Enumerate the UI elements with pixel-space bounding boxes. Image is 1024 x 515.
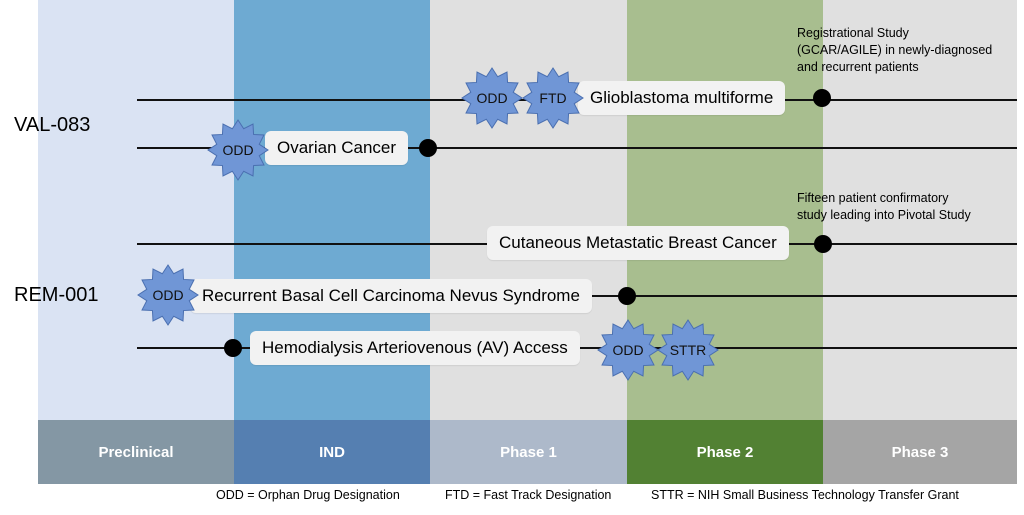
starburst-shape	[137, 264, 199, 326]
note-registrational-study: Registrational Study (GCAR/AGILE) in new…	[797, 26, 993, 74]
drug-label-val-083: VAL-083	[14, 114, 91, 136]
sttr-badge-icon: STTR	[656, 318, 720, 382]
indication-breast: Cutaneous Metastatic Breast Cancer	[487, 226, 789, 260]
timeline-basal-cell	[195, 295, 1017, 297]
phase-label-phase1: Phase 1	[430, 420, 627, 484]
starburst-shape	[522, 67, 584, 129]
starburst-icon	[461, 67, 523, 129]
starburst-icon	[657, 319, 719, 381]
starburst-shape	[597, 319, 659, 381]
starburst-icon	[522, 67, 584, 129]
starburst-shape	[461, 67, 523, 129]
progress-marker-breast	[814, 235, 832, 253]
starburst-shape	[657, 319, 719, 381]
starburst-shape	[207, 119, 269, 181]
phase-column-phase3	[823, 0, 1017, 420]
phase-label-ind: IND	[234, 420, 430, 484]
progress-marker-glioblastoma	[813, 89, 831, 107]
starburst-icon	[207, 119, 269, 181]
progress-marker-ovarian	[419, 139, 437, 157]
odd-badge-icon: ODD	[460, 66, 524, 130]
starburst-icon	[137, 264, 199, 326]
indication-basal-cell: Recurrent Basal Cell Carcinoma Nevus Syn…	[190, 279, 592, 313]
indication-hemodialysis: Hemodialysis Arteriovenous (AV) Access	[250, 331, 580, 365]
phase-label-phase3: Phase 3	[823, 420, 1017, 484]
progress-marker-hemodialysis	[224, 339, 242, 357]
phase-label-phase2: Phase 2	[627, 420, 823, 484]
legend-sttr: STTR = NIH Small Business Technology Tra…	[651, 488, 959, 502]
starburst-icon	[597, 319, 659, 381]
odd-badge-icon: ODD	[136, 263, 200, 327]
indication-glioblastoma: Glioblastoma multiforme	[578, 81, 786, 115]
phase-label-preclinical: Preclinical	[38, 420, 234, 484]
timeline-ovarian	[137, 147, 1017, 149]
ftd-badge-icon: FTD	[521, 66, 585, 130]
note-confirmatory-study: Fifteen patient confirmatory study leadi…	[797, 191, 971, 222]
drug-label-rem-001: REM-001	[14, 284, 99, 306]
odd-badge-icon: ODD	[206, 118, 270, 182]
legend-ftd: FTD = Fast Track Designation	[445, 488, 612, 502]
odd-badge-icon: ODD	[596, 318, 660, 382]
phase-column-preclinical	[38, 0, 234, 420]
indication-ovarian: Ovarian Cancer	[265, 131, 409, 165]
legend-odd: ODD = Orphan Drug Designation	[216, 488, 400, 502]
progress-marker-basal-cell	[618, 287, 636, 305]
